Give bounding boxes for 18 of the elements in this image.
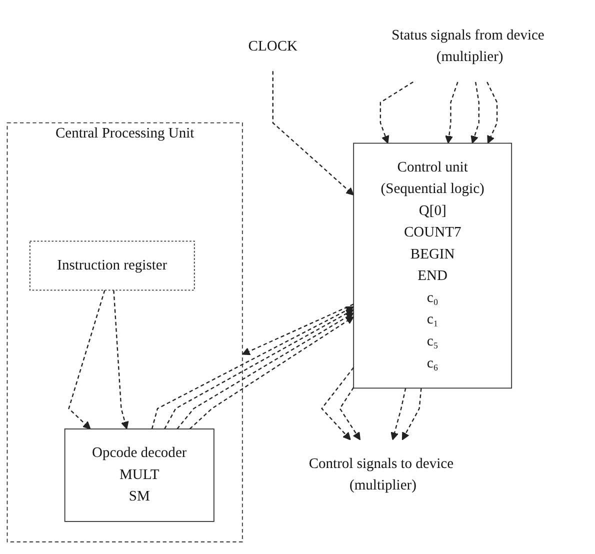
arrow xyxy=(445,82,458,144)
node-text: Control signals to device (multiplier) xyxy=(308,456,454,494)
arrow xyxy=(402,388,422,441)
node-box: Instruction register xyxy=(29,241,195,292)
arrow xyxy=(380,82,414,144)
node-text: CLOCK xyxy=(248,38,298,54)
arrow xyxy=(242,304,354,356)
arrow xyxy=(113,290,129,430)
node-box: Control unit (Sequential logic) Q[0] COUNT7 BEGIN END c₀ c₁ c₅ c₆ xyxy=(353,143,512,390)
node-text: Status signals from device (multiplier) xyxy=(392,28,544,66)
arrow xyxy=(272,72,354,196)
arrow xyxy=(339,388,360,441)
arrow xyxy=(390,388,406,441)
arrow xyxy=(68,290,106,430)
node-box: Opcode decoder MULT SM xyxy=(64,428,214,522)
arrow xyxy=(321,368,354,441)
arrow xyxy=(470,82,480,144)
arrow xyxy=(486,82,498,144)
